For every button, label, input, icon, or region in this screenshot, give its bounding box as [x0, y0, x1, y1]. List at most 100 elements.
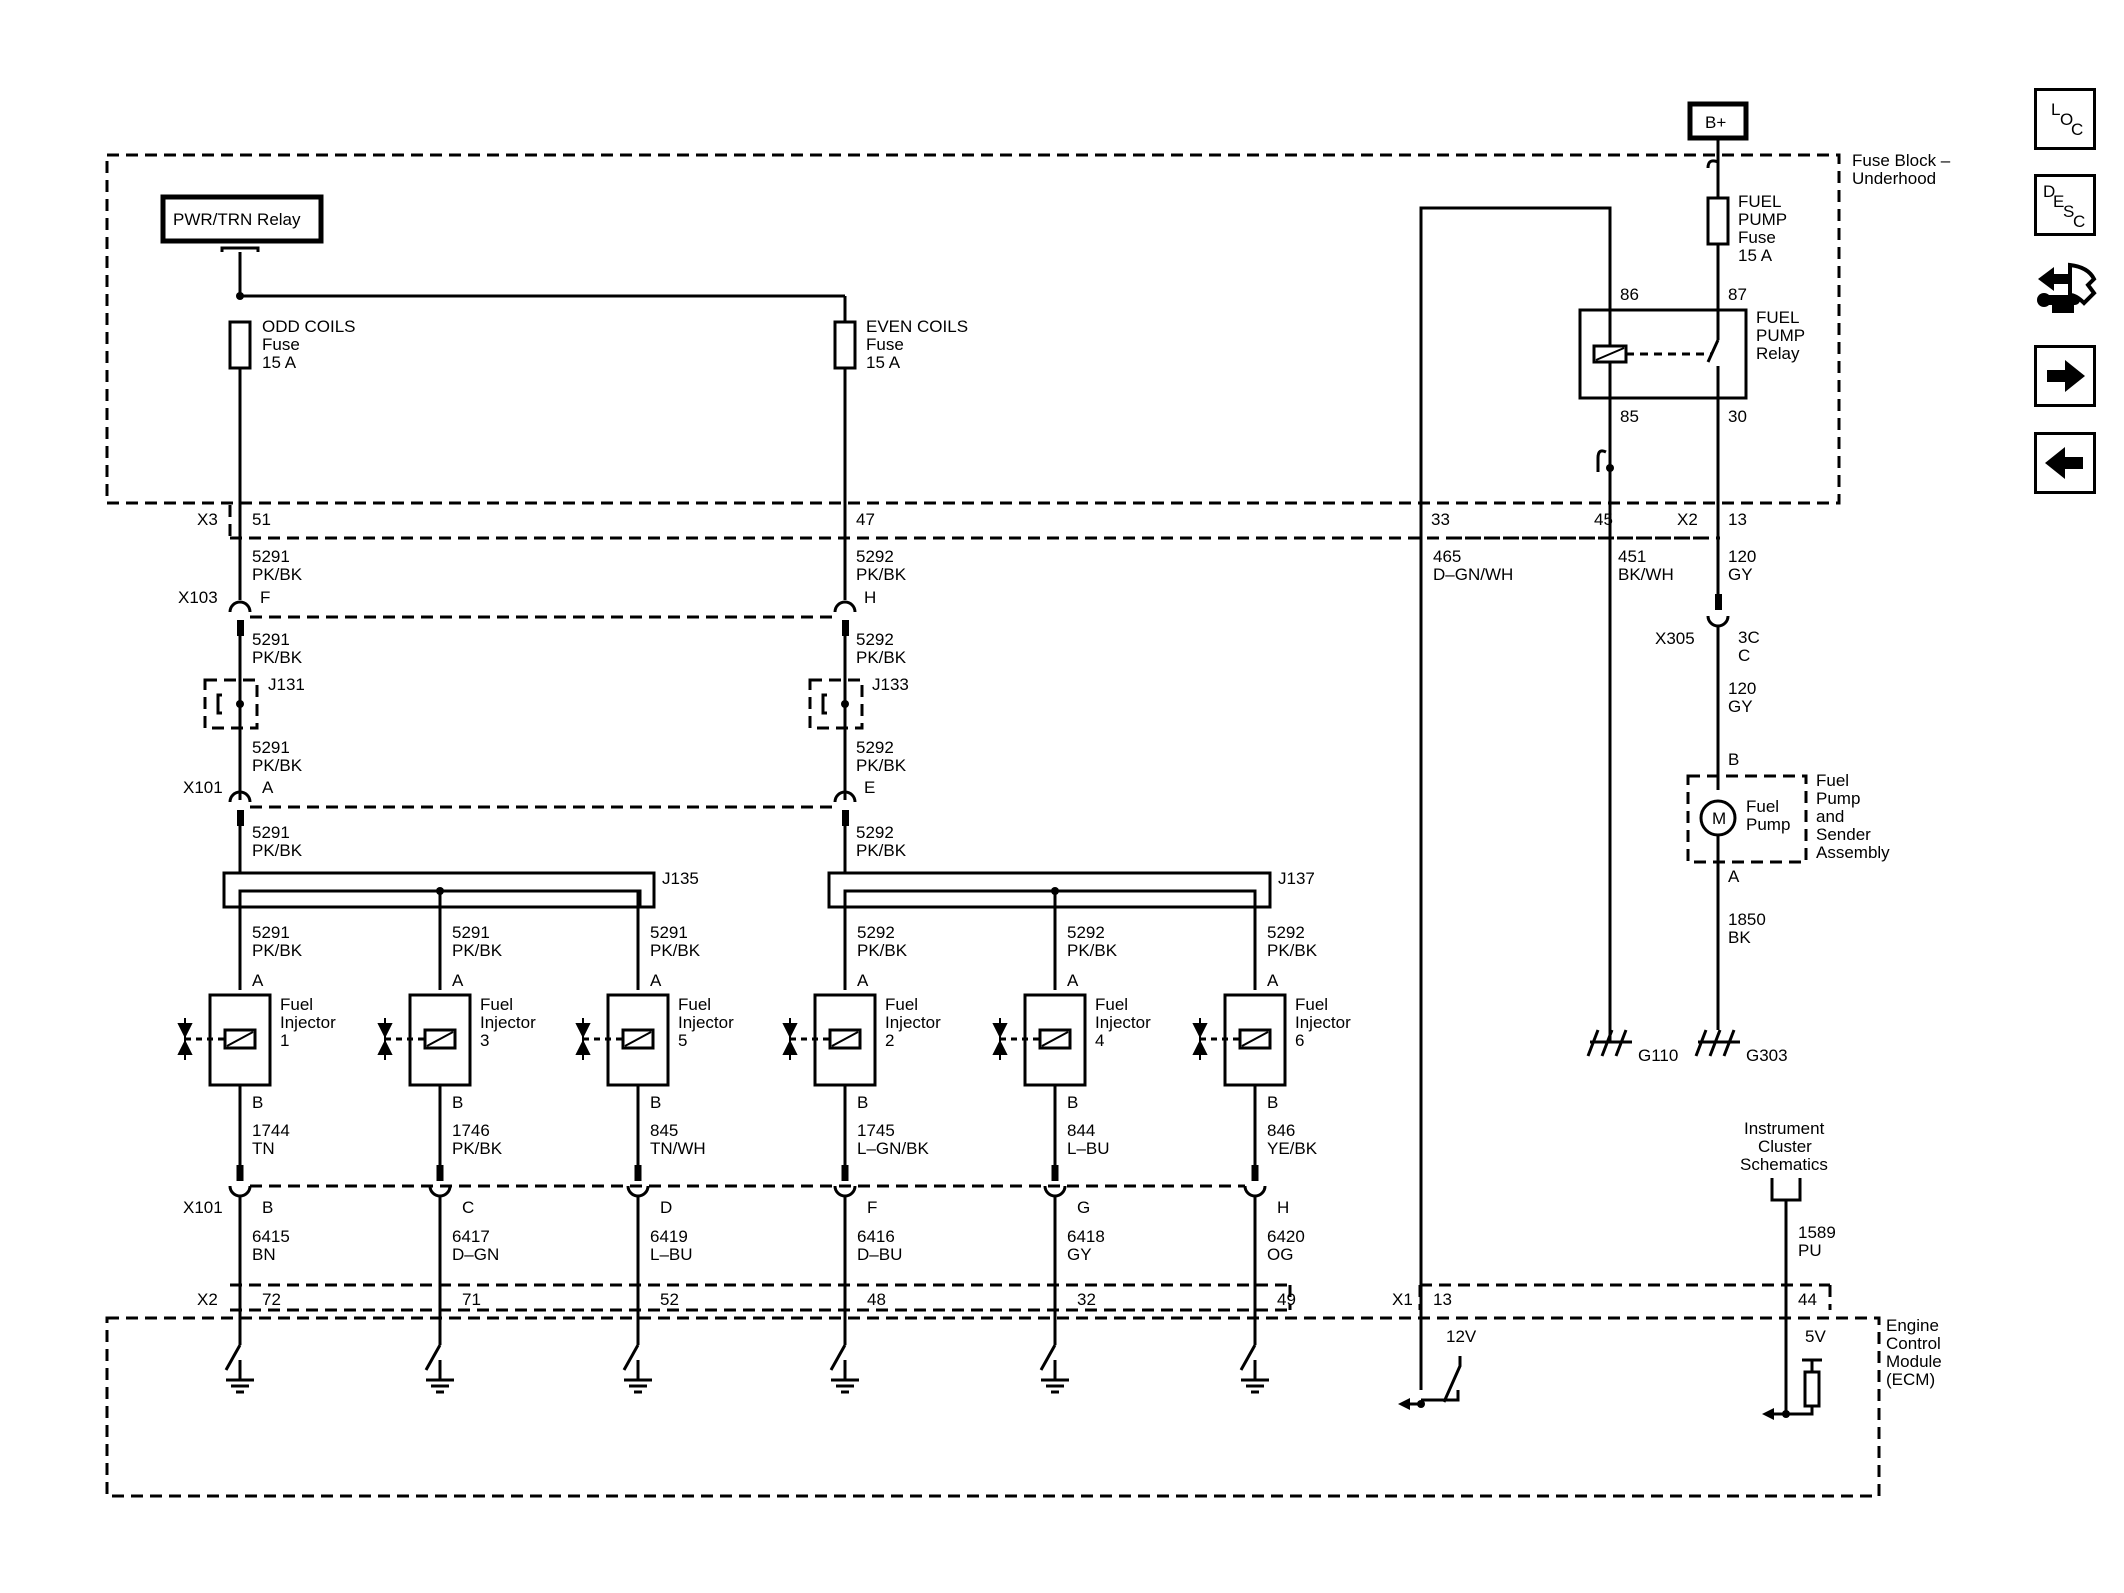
injector-4-x101-pin: G — [1077, 1198, 1090, 1217]
even-wire-circuit-1: 5292 — [856, 547, 894, 566]
ground-g110-label: G110 — [1638, 1046, 1678, 1065]
ecm-label-1: Engine — [1886, 1316, 1939, 1335]
injector-6-pin-a: A — [1267, 971, 1279, 990]
injector-5-feed-color: PK/BK — [650, 941, 701, 960]
injector-1-number: 1 — [280, 1031, 289, 1050]
injector-5-pin-b: B — [650, 1093, 661, 1112]
wire-465-color: D–GN/WH — [1433, 565, 1513, 584]
relay-label-3: Relay — [1756, 344, 1800, 363]
x101-odd-connector-icon — [228, 790, 252, 803]
injector-4-ret-color: L–BU — [1067, 1139, 1110, 1158]
injector-3-ecm-circuit: 6417 — [452, 1227, 490, 1246]
injector-2-coil-diag — [831, 1031, 859, 1047]
wire-120-circuit-1: 120 — [1728, 547, 1756, 566]
injector-4-x2-pin: 32 — [1077, 1290, 1096, 1309]
x103-label: X103 — [178, 588, 218, 607]
pump-assembly-2: Pump — [1816, 789, 1860, 808]
repair-procedure-button[interactable] — [2030, 255, 2102, 327]
injector-3-feed-circuit: 5291 — [452, 923, 490, 942]
injector-1-label-2: Injector — [280, 1013, 336, 1032]
injector-4-ecm-ground-icon — [1041, 1360, 1069, 1394]
injector-2-driver-switch-icon — [829, 1344, 847, 1371]
pump-name-1: Fuel — [1746, 797, 1779, 816]
even-wire-color-4: PK/BK — [856, 841, 907, 860]
injector-6-feed-color: PK/BK — [1267, 941, 1318, 960]
pump-assembly-3: and — [1816, 807, 1844, 826]
injector-1-driver-switch-icon — [224, 1344, 242, 1371]
injector-6-label-1: Fuel — [1295, 995, 1328, 1014]
ecm-12v-label: 12V — [1446, 1327, 1477, 1346]
x3-label: X3 — [197, 510, 218, 529]
injector-1-feed-color: PK/BK — [252, 941, 303, 960]
pump-assembly-4: Sender — [1816, 825, 1871, 844]
injector-2-ret-circuit: 1745 — [857, 1121, 895, 1140]
j133-dot — [841, 700, 849, 708]
injector-2-ecm-ground-icon — [831, 1360, 859, 1394]
x103-even-connector-icon — [833, 600, 857, 613]
desc-d: D — [2043, 182, 2055, 201]
injector-4-coil-diag — [1041, 1031, 1069, 1047]
injector-5-ret-circuit: 845 — [650, 1121, 678, 1140]
relay-coil-diag — [1595, 347, 1625, 361]
injector-4-x101-pin-block — [1051, 1165, 1059, 1181]
injector-5-ecm-ground-icon — [624, 1360, 652, 1394]
x305-connector-icon — [1706, 615, 1730, 628]
ecm-label-2: Control — [1886, 1334, 1941, 1353]
ecm-outline — [105, 1316, 1881, 1498]
wire-451-circuit: 451 — [1618, 547, 1646, 566]
injector-6-number: 6 — [1295, 1031, 1304, 1050]
injector-1-valve-icon — [177, 1018, 193, 1060]
b-plus-label: B+ — [1705, 113, 1726, 132]
injector-5-x101-pin: D — [660, 1198, 672, 1217]
x1-pin-44: 44 — [1798, 1290, 1817, 1309]
desc-icon: D E S C — [2043, 182, 2085, 231]
x3-odd-pin: 51 — [252, 510, 271, 529]
injector-2-label-2: Injector — [885, 1013, 941, 1032]
x101-odd-pin: A — [262, 778, 274, 797]
injector-1-label-1: Fuel — [280, 995, 313, 1014]
injector-3-ret-color: PK/BK — [452, 1139, 503, 1158]
injector-1-pin-b: B — [252, 1093, 263, 1112]
ecm-label-3: Module — [1886, 1352, 1942, 1371]
injector-3-number: 3 — [480, 1031, 489, 1050]
pwr-trn-relay-label: PWR/TRN Relay — [173, 210, 301, 229]
fuel-pump-fuse-name-1: FUEL — [1738, 192, 1781, 211]
injector-2-ecm-color: D–BU — [857, 1245, 902, 1264]
injector-4-pin-b: B — [1067, 1093, 1078, 1112]
injector-3-label-1: Fuel — [480, 995, 513, 1014]
x103-odd-pin: F — [260, 588, 270, 607]
injector-2-feed-circuit: 5292 — [857, 923, 895, 942]
wire-451-color: BK/WH — [1618, 565, 1674, 584]
relay-pin-87: 87 — [1728, 285, 1747, 304]
even-coils-fuse-rating: 15 A — [866, 353, 901, 372]
injector-4-ecm-circuit: 6418 — [1067, 1227, 1105, 1246]
next-button[interactable] — [2034, 345, 2096, 407]
injector-4-valve-icon — [992, 1018, 1008, 1060]
cluster-reference-icon — [1770, 1178, 1802, 1202]
fuel-pump-fuse-icon — [1706, 196, 1730, 246]
injector-2-x101-pin: F — [867, 1198, 877, 1217]
fuel-pump-fuse-name-2: PUMP — [1738, 210, 1787, 229]
even-wire-color-3: PK/BK — [856, 756, 907, 775]
bus-splice-dot — [236, 292, 244, 300]
x3-even-pin: 47 — [856, 510, 875, 529]
injector-2-feed-color: PK/BK — [857, 941, 908, 960]
injector-4-feed-circuit: 5292 — [1067, 923, 1105, 942]
description-button[interactable]: D E S C — [2034, 174, 2096, 236]
injector-6-coil-diag — [1241, 1031, 1269, 1047]
location-button[interactable]: L O C — [2034, 88, 2096, 150]
injector-6-ret-color: YE/BK — [1267, 1139, 1318, 1158]
back-button[interactable] — [2034, 432, 2096, 494]
x103-odd-connector-icon — [228, 600, 252, 613]
x101-top-label: X101 — [183, 778, 223, 797]
injector-4-ecm-color: GY — [1067, 1245, 1092, 1264]
odd-coils-fuse-name: ODD COILS — [262, 317, 356, 336]
pump-pin-b: B — [1728, 750, 1739, 769]
fuel-pump-fuse-rating: 15 A — [1738, 246, 1773, 265]
injector-5-feed-circuit: 5291 — [650, 923, 688, 942]
desc-e: E — [2053, 192, 2064, 211]
x101-even-pin-block — [842, 810, 849, 826]
wire-1850-circuit: 1850 — [1728, 910, 1766, 929]
x101-bottom-label: X101 — [183, 1198, 223, 1217]
